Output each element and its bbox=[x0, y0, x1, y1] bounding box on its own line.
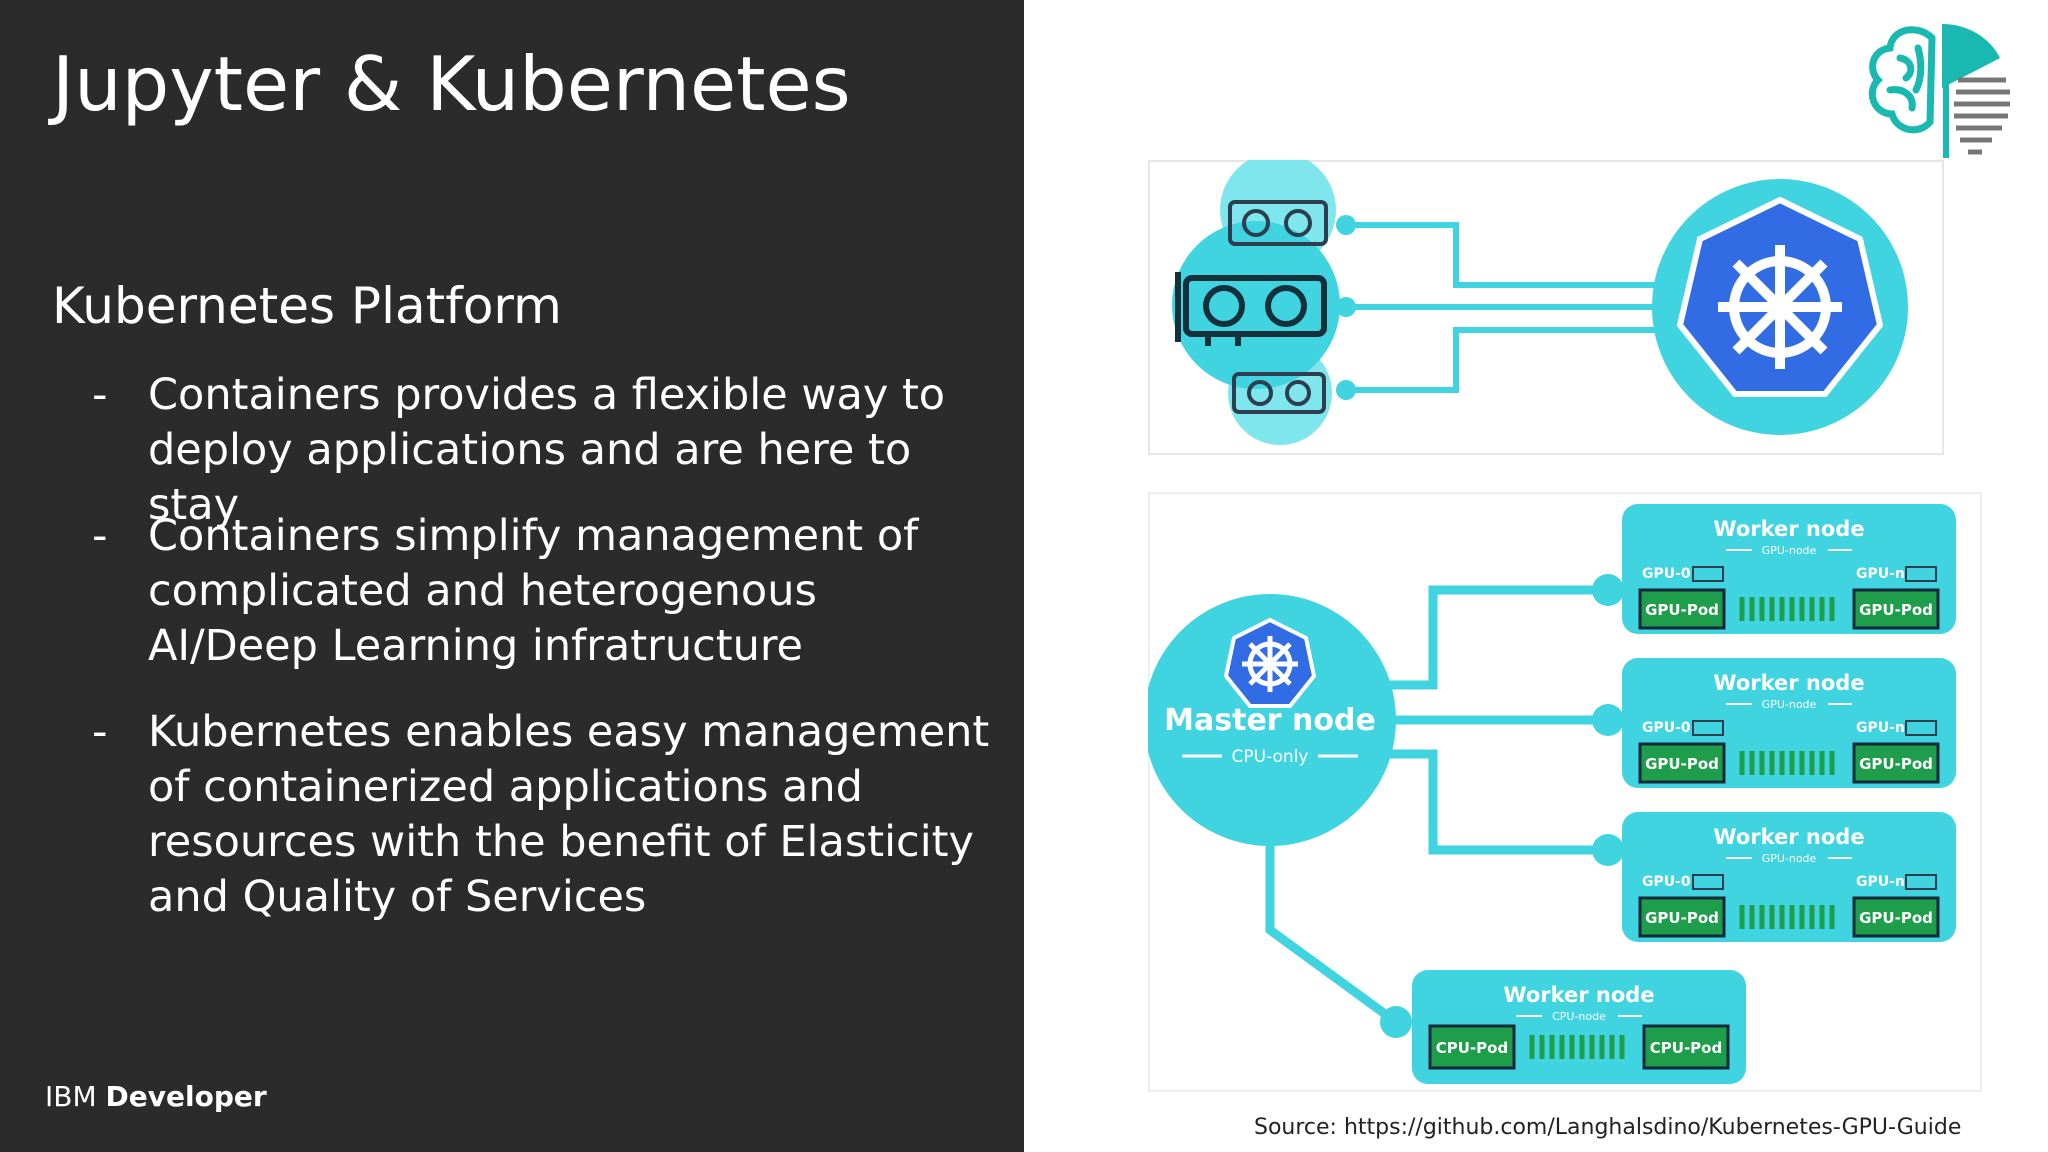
gpu-kubernetes-diagram bbox=[1148, 160, 1944, 455]
left-panel: Jupyter & Kubernetes Kubernetes Platform… bbox=[0, 0, 1024, 1152]
kubernetes-wheel-icon bbox=[1242, 636, 1298, 692]
pod-label: GPU-Pod bbox=[1645, 755, 1719, 773]
gpu-card-icon bbox=[1692, 874, 1724, 890]
slide-subtitle: Kubernetes Platform bbox=[52, 277, 562, 335]
gpu-worker-node: Worker node GPU-node GPU-0 GPU-n GPU-Pod… bbox=[1622, 658, 1956, 788]
ibm-developer-brand: IBM Developer bbox=[45, 1080, 267, 1113]
pod-label: CPU-Pod bbox=[1650, 1039, 1722, 1057]
worker-node-subtitle: GPU-node bbox=[1762, 852, 1817, 865]
gpu-worker-node: Worker node GPU-node GPU-0 GPU-n GPU-Pod… bbox=[1622, 504, 1956, 634]
bullet-text: Containers simplify management of compli… bbox=[148, 511, 919, 671]
brand-plain: IBM bbox=[45, 1080, 97, 1113]
gpu-label: GPU-0 bbox=[1642, 720, 1691, 736]
bullet-text: Kubernetes enables easy management of co… bbox=[148, 707, 990, 922]
bullet-dash: - bbox=[92, 707, 108, 757]
gpu-card-icon bbox=[1692, 720, 1724, 736]
gpu-label: GPU-n bbox=[1856, 720, 1905, 736]
worker-node-title: Worker node bbox=[1713, 517, 1864, 541]
pod-label: CPU-Pod bbox=[1436, 1039, 1508, 1057]
worker-node-title: Worker node bbox=[1503, 983, 1654, 1007]
bullet-item: - Containers provides a flexible way to … bbox=[92, 368, 992, 533]
gpu-circle bbox=[1172, 221, 1340, 389]
slide-title: Jupyter & Kubernetes bbox=[52, 40, 851, 128]
worker-node-subtitle: CPU-node bbox=[1552, 1010, 1606, 1023]
bullet-item: - Containers simplify management of comp… bbox=[92, 509, 992, 674]
bullet-dash: - bbox=[92, 370, 108, 420]
gpu-card-icon bbox=[1228, 200, 1328, 246]
pod-label: GPU-Pod bbox=[1859, 601, 1933, 619]
brand-bold: Developer bbox=[105, 1080, 267, 1113]
brain-logo-icon bbox=[1868, 24, 2010, 158]
bullet-text: Containers provides a flexible way to de… bbox=[148, 370, 946, 530]
pod-label: GPU-Pod bbox=[1645, 909, 1719, 927]
cpu-worker-node: Worker node CPU-node CPU-Pod CPU-Pod bbox=[1412, 970, 1746, 1084]
pod-label: GPU-Pod bbox=[1859, 909, 1933, 927]
gpu-card-icon bbox=[1232, 372, 1326, 414]
source-caption: Source: https://github.com/Langhalsdino/… bbox=[1254, 1115, 1962, 1140]
gpu-label: GPU-0 bbox=[1642, 566, 1691, 582]
gpu-card-icon bbox=[1692, 566, 1724, 582]
bullet-item: - Kubernetes enables easy management of … bbox=[92, 705, 992, 925]
bullet-dash: - bbox=[92, 511, 108, 561]
pod-label: GPU-Pod bbox=[1645, 601, 1719, 619]
gpu-card-icon bbox=[1905, 566, 1937, 582]
gpu-label: GPU-n bbox=[1856, 874, 1905, 890]
worker-node-title: Worker node bbox=[1713, 671, 1864, 695]
worker-node-subtitle: GPU-node bbox=[1762, 698, 1817, 711]
master-node bbox=[1148, 594, 1396, 846]
gpu-label: GPU-n bbox=[1856, 566, 1905, 582]
master-node-title: Master node bbox=[1164, 703, 1376, 738]
worker-node-title: Worker node bbox=[1713, 825, 1864, 849]
cluster-diagram: Master node CPU-only Worker node GPU-nod… bbox=[1148, 492, 1982, 1092]
gpu-card-icon bbox=[1175, 272, 1327, 346]
gpu-worker-node: Worker node GPU-node GPU-0 GPU-n GPU-Pod… bbox=[1622, 812, 1956, 942]
gpu-card-icon bbox=[1905, 720, 1937, 736]
master-node-subtitle: CPU-only bbox=[1232, 747, 1309, 767]
gpu-label: GPU-0 bbox=[1642, 874, 1691, 890]
pod-label: GPU-Pod bbox=[1859, 755, 1933, 773]
gpu-card-icon bbox=[1905, 874, 1937, 890]
worker-node-subtitle: GPU-node bbox=[1762, 544, 1817, 557]
